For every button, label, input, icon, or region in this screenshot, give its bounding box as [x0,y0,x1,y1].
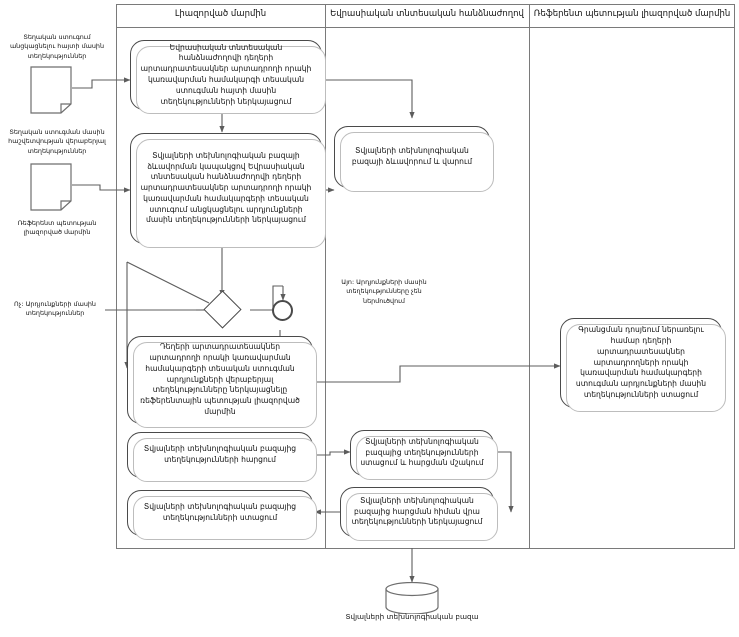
lane-divider-2 [529,4,530,549]
task-label: Տվյալների տեխնոլոգիական բազայից տեղեկութ… [143,502,297,522]
task-request-info-from-database[interactable]: Տվյալների տեխնոլոգիական բազայից տեղեկութ… [127,432,317,482]
end-event [272,300,293,321]
caption-inspection-data: Տեղական ստուգում անցկացնելու հայտի մասին… [9,33,105,60]
task-receive-results-reference-state[interactable]: Գրանցման դոսյեում ներառելու համար դեղերի… [560,318,726,412]
lane-header-eurasian-commission: Եվրասիական տնտեսական հանձնաժողով [325,0,529,28]
label-gateway-yes: Այո: Արդյունքների մասին տեղեկությունները… [341,278,427,305]
task-label: Եվրասիական տնտեսական հանձնաժողովի դեղերի… [140,42,312,106]
lane-divider-1 [325,4,326,549]
task-receive-request-and-process[interactable]: Տվյալների տեխնոլոգիական բազայից տեղեկութ… [350,430,498,480]
database-cylinder-icon [384,582,440,614]
task-maintain-database[interactable]: Տվյալների տեխնոլոգիական բազայի ձևավորում… [334,126,494,192]
task-label: Դեղերի արտադրատեսակներ արտադրողի որակի կ… [140,342,300,416]
caption-reference-state-body: Ռեֆերենտ պետության լիազորված մարմին [17,219,97,237]
task-label: Տվյալների տեխնոլոգիական բազայի ձևավորման… [140,150,312,225]
task-label: Գրանցման դոսյեում ներառելու համար դեղերի… [575,325,707,399]
task-submit-gmp-inspection-data[interactable]: Եվրասիական տնտեսական հանձնաժողովի դեղերի… [130,40,326,114]
caption-inspection-report: Տեղական ստուգման մասին հաշվետվության վեր… [8,128,106,155]
document-icon-inspection-data [30,66,72,114]
datastore-label: Տվյալների տեխնոլոգիական բազա [345,612,479,621]
task-form-technology-database[interactable]: Տվյալների տեխնոլոգիական բազայի ձևավորման… [130,133,326,248]
task-provide-info-on-request[interactable]: Տվյալների տեխնոլոգիական բազայից հարցման … [340,487,498,541]
label-gateway-no: Ոչ: Արդյունքների մասին տեղեկություններ [14,300,96,318]
lane-header-authorized-body: Լիազորված մարմին [116,0,325,28]
task-label: Տվյալների տեխնոլոգիական բազայից տեղեկութ… [360,436,484,468]
task-label: Տվյալների տեխնոլոգիական բազայի ձևավորում… [351,146,473,166]
document-icon-inspection-report [30,163,72,211]
task-receive-info-from-database[interactable]: Տվյալների տեխնոլոգիական բազայից տեղեկութ… [127,490,317,540]
lane-header-reference-state-body: Ռեֆերենտ պետության լիազորված մարմին [529,0,735,28]
task-send-results-to-reference-state[interactable]: Դեղերի արտադրատեսակներ արտադրողի որակի կ… [127,336,317,428]
task-label: Տվյալների տեխնոլոգիական բազայից տեղեկութ… [143,444,297,464]
task-label: Տվյալների տեխնոլոգիական բազայից հարցման … [351,495,483,527]
